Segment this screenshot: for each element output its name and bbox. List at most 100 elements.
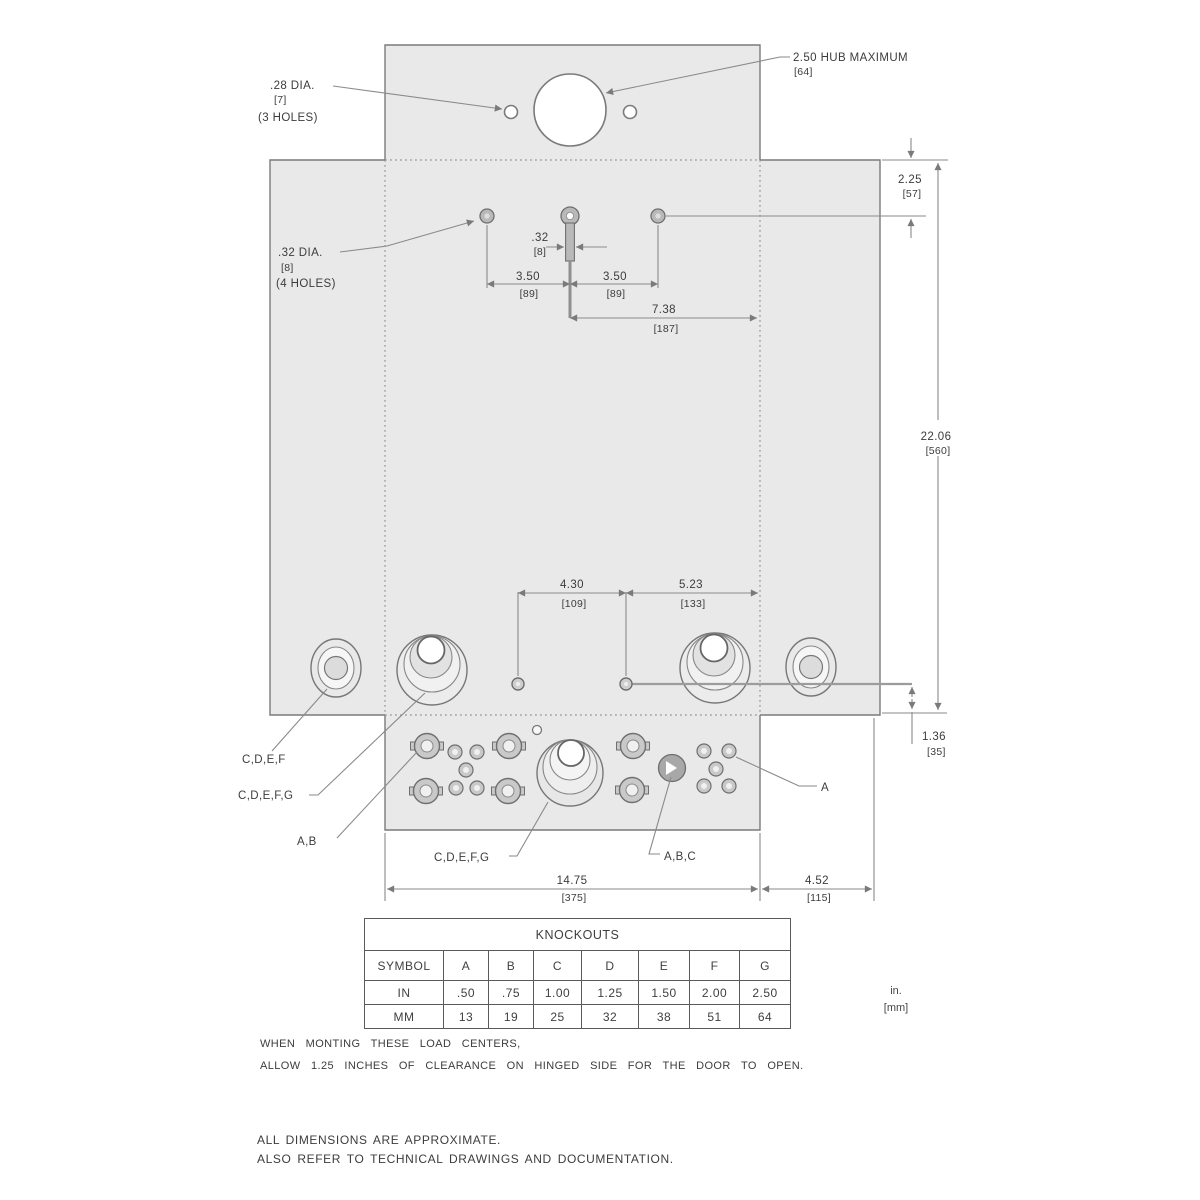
general-note-line2: ALSO REFER TO TECHNICAL DRAWINGS AND DOC… <box>257 1152 674 1166</box>
table-cell: C <box>533 950 582 981</box>
knockout-medium <box>615 776 649 804</box>
table-cell: G <box>739 950 791 981</box>
mount-hole-dia-callout: .32 DIA. [8] (4 HOLES) <box>276 219 475 290</box>
dim-136-mm: [35] <box>927 746 946 758</box>
dim-738-in: 7.38 <box>652 304 676 316</box>
knockout-medium <box>616 732 650 760</box>
knockout-medium <box>492 732 526 760</box>
knockout-filled-abc <box>657 753 687 783</box>
table-cell: SYMBOL <box>364 950 444 981</box>
hub-max-mm: [64] <box>794 66 813 78</box>
hub-max-callout: 2.50 HUB MAXIMUM [64] <box>605 52 908 96</box>
table-cell: 2.00 <box>689 980 740 1005</box>
label-cdefg: C,D,E,F,G <box>238 790 293 802</box>
units-note: in. [mm] <box>872 983 920 1017</box>
mid-knockout-row <box>310 632 837 706</box>
mount-hole-count: (4 HOLES) <box>276 278 336 290</box>
table-cell: E <box>638 950 690 981</box>
mid-mounting-holes <box>479 208 666 224</box>
slot-width-in: .32 <box>531 232 548 244</box>
right-side-dims: 2.25 [57] 22.06 [560] <box>666 138 952 714</box>
mounting-note-line2: ALLOW 1.25 INCHES OF CLEARANCE ON HINGED… <box>260 1060 804 1072</box>
bottom-hole-dims: 4.30 [109] 5.23 [133] 1.36 [35] <box>511 579 946 758</box>
dim-2206-in: 22.06 <box>921 431 952 443</box>
units-note-in: in. <box>890 985 902 997</box>
dim-452-mm: [115] <box>807 892 831 904</box>
dim-430-mm: [109] <box>562 598 587 610</box>
dim-1475-in: 14.75 <box>557 875 588 887</box>
dim-136-in: 1.36 <box>922 731 946 743</box>
table-cell: .50 <box>443 980 489 1005</box>
dim-738-mm: [187] <box>654 323 679 335</box>
dim-225-in: 2.25 <box>898 174 922 186</box>
knockout-medium <box>410 732 444 760</box>
table-cell: .75 <box>488 980 534 1005</box>
hub-max-value: 2.50 HUB MAXIMUM <box>793 52 908 64</box>
dim-350-right-in: 3.50 <box>603 271 627 283</box>
hub-hole-dia-mm: [7] <box>274 94 287 106</box>
slot-width-dim: .32 [8] <box>531 232 607 258</box>
label-cdef: C,D,E,F <box>242 754 286 766</box>
knockouts-table-title: KNOCKOUTS <box>364 918 791 951</box>
dim-430-in: 4.30 <box>560 579 584 591</box>
table-cell: MM <box>364 1004 444 1029</box>
dim-523-in: 5.23 <box>679 579 703 591</box>
table-cell: 25 <box>533 1004 582 1029</box>
general-note-line1: ALL DIMENSIONS ARE APPROXIMATE. <box>257 1133 501 1147</box>
knockout-medium <box>491 777 525 805</box>
table-cell: 64 <box>739 1004 791 1029</box>
knockout-oval-right <box>785 637 837 697</box>
knockout-labels: C,D,E,F C,D,E,F,G A,B C,D,E,F,G A,B,C A <box>238 688 829 864</box>
units-note-mm: [mm] <box>883 1002 909 1014</box>
dim-2206-mm: [560] <box>926 445 951 457</box>
pilot-hole <box>531 724 543 736</box>
knockout-large-bottom <box>536 739 604 807</box>
dim-523-mm: [133] <box>681 598 706 610</box>
knockout-small-cluster-right <box>696 743 737 794</box>
dim-1475-mm: [375] <box>562 892 587 904</box>
table-cell: 1.50 <box>638 980 690 1005</box>
table-cell: 2.50 <box>739 980 791 1005</box>
dim-452-in: 4.52 <box>805 875 829 887</box>
table-cell: 1.00 <box>533 980 582 1005</box>
table-cell: 51 <box>689 1004 740 1029</box>
knockout-small-cluster-left <box>447 744 485 796</box>
mount-hole-dia-mm: [8] <box>281 262 294 274</box>
label-ab: A,B <box>297 836 317 848</box>
mounting-note-line1: WHEN MONTING THESE LOAD CENTERS, <box>260 1038 521 1050</box>
bottom-width-dims: 14.75 [375] 4.52 [115] <box>384 718 875 904</box>
table-cell: 38 <box>638 1004 690 1029</box>
dim-350-left-mm: [89] <box>520 288 539 300</box>
slot-width-mm: [8] <box>534 246 547 258</box>
hub-hole-dia-callout: .28 DIA. [7] (3 HOLES) <box>258 80 503 124</box>
table-cell: A <box>443 950 489 981</box>
hole-spacing-dims: 3.50 [89] 3.50 [89] 7.38 [187] <box>486 225 757 335</box>
knockout-large-right <box>679 632 751 704</box>
table-cell: 32 <box>581 1004 639 1029</box>
table-cell: F <box>689 950 740 981</box>
table-cell: IN <box>364 980 444 1005</box>
knockout-medium <box>409 777 443 805</box>
hub-hole-dia-value: .28 DIA. <box>270 80 315 92</box>
knockout-oval-left <box>310 638 362 698</box>
knockouts-table: KNOCKOUTS SYMBOL A B C D E F G IN .50 .7… <box>364 918 791 1029</box>
dim-350-left-in: 3.50 <box>516 271 540 283</box>
table-cell: D <box>581 950 639 981</box>
label-a: A <box>821 782 829 794</box>
enclosure-body <box>269 44 881 831</box>
knockout-large-left <box>396 634 468 706</box>
table-cell: 1.25 <box>581 980 639 1005</box>
label-abc: A,B,C <box>664 851 696 863</box>
table-cell: B <box>488 950 534 981</box>
mount-hole-dia-value: .32 DIA. <box>278 247 323 259</box>
dim-350-right-mm: [89] <box>607 288 626 300</box>
table-cell: 13 <box>443 1004 489 1029</box>
top-mounting-holes <box>503 104 638 120</box>
keyhole-slot <box>560 206 580 318</box>
bottom-knockout-cluster <box>409 724 737 807</box>
dim-225-mm: [57] <box>903 188 922 200</box>
label-cdefg-bottom: C,D,E,F,G <box>434 852 489 864</box>
table-cell: 19 <box>488 1004 534 1029</box>
